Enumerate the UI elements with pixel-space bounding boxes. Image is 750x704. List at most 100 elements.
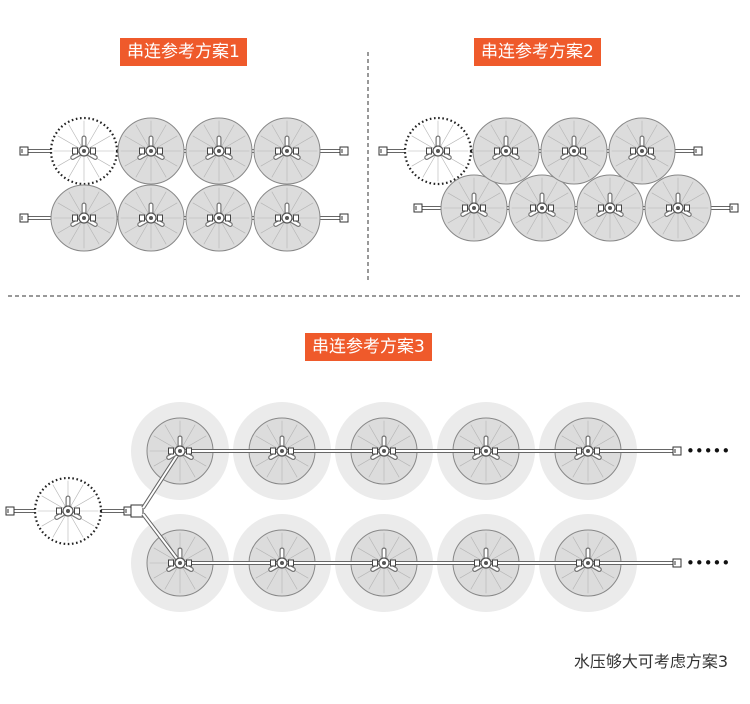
sprinkler-unit [508,174,576,242]
pipe-connector [444,147,450,155]
pipe-connector [580,147,586,155]
sprinkler-unit [253,117,321,185]
pipe-connector [293,147,299,155]
sprinkler-unit [403,116,473,186]
sprinkler-nozzle-center [484,449,488,453]
pipe-connector [270,559,276,567]
pipe-connector [462,204,468,212]
sprinkler-hub-icon [472,435,500,460]
continuation-dots: ••••• [686,442,730,460]
sprinkler-hub-icon [472,547,500,572]
scheme-3-label: 串连参考方案3 [305,333,432,361]
sprinkler-nozzle-center [149,216,153,220]
pipe-connector [512,147,518,155]
sprinkler-unit [185,117,253,185]
pipe-connector [293,214,299,222]
pipe-connector [207,147,213,155]
pipe-end-cap [672,558,682,568]
sprinkler-nozzle-center [178,561,182,565]
pipe-connector [139,214,145,222]
pipe-connector [530,204,536,212]
pipe-connector [492,559,498,567]
sprinkler-nozzle-center [280,561,284,565]
sprinkler-nozzle-center [285,216,289,220]
pipe-connector [74,507,80,515]
pipe-connector [270,447,276,455]
pipe-connector [598,204,604,212]
sprinkler-hub-icon [268,435,296,460]
sprinkler-unit [472,117,540,185]
pipe-end-cap [19,213,29,223]
sprinkler-unit [33,476,103,546]
sprinkler-unit [644,174,712,242]
pipe-connector [630,147,636,155]
sprinkler-nozzle-center [640,149,644,153]
pipe-connector [426,147,432,155]
sprinkler-nozzle-center [586,561,590,565]
pipe-connector [56,507,62,515]
pipe-end-cap [339,146,349,156]
pipe-end-cap [378,146,388,156]
sprinkler-nozzle-center [82,216,86,220]
pipe-connector [186,447,192,455]
sprinkler-nozzle-center [217,216,221,220]
pipe-connector [168,559,174,567]
pipe-connector [288,447,294,455]
pipe-connector [390,559,396,567]
pipe-end-cap [339,213,349,223]
pipe-end-cap [672,446,682,456]
sprinkler-nozzle-center [149,149,153,153]
sprinkler-hub-icon [137,202,165,227]
sprinkler-hub-icon [205,202,233,227]
scheme-2-label: 串连参考方案2 [474,38,601,66]
pipe-connector [594,447,600,455]
pipe-connector [372,559,378,567]
sprinkler-unit [117,184,185,252]
sprinkler-hub-icon [70,202,98,227]
pipe-connector [576,447,582,455]
pipe-connector [648,147,654,155]
sprinkler-hub-icon [628,135,656,160]
sprinkler-hub-icon [70,135,98,160]
sprinkler-hub-icon [596,192,624,217]
pipe-connector [390,447,396,455]
sprinkler-unit [50,184,118,252]
sprinkler-nozzle-center [66,509,70,513]
sprinkler-nozzle-center [676,206,680,210]
sprinkler-hub-icon [574,547,602,572]
pipe-connector [275,147,281,155]
pipe-connector [492,447,498,455]
pipe-connector [186,559,192,567]
sprinkler-unit [576,174,644,242]
sprinkler-nozzle-center [540,206,544,210]
pipe-connector [72,214,78,222]
pipe-connector [225,147,231,155]
sprinkler-nozzle-center [217,149,221,153]
sprinkler-unit [49,116,119,186]
scheme-1-label: 串连参考方案1 [120,38,247,66]
sprinkler-nozzle-center [178,449,182,453]
sprinkler-unit [608,117,676,185]
sprinkler-hub-icon [528,192,556,217]
sprinkler-nozzle-center [504,149,508,153]
sprinkler-hub-icon [560,135,588,160]
sprinkler-nozzle-center [608,206,612,210]
sprinkler-hub-icon [460,192,488,217]
sprinkler-hub-icon [166,435,194,460]
tee-connector [130,504,144,518]
sprinkler-hub-icon [166,547,194,572]
sprinkler-nozzle-center [484,561,488,565]
water-pipe-inner [142,513,179,561]
sprinkler-hub-icon [137,135,165,160]
pipe-connector [90,147,96,155]
sprinkler-unit [253,184,321,252]
sprinkler-hub-icon [370,547,398,572]
pipe-connector [168,447,174,455]
sprinkler-nozzle-center [82,149,86,153]
pipe-connector [576,559,582,567]
pipe-connector [207,214,213,222]
pipe-end-cap [693,146,703,156]
recommendation-note: 水压够大可考虑方案3 [573,652,728,671]
pipe-connector [288,559,294,567]
